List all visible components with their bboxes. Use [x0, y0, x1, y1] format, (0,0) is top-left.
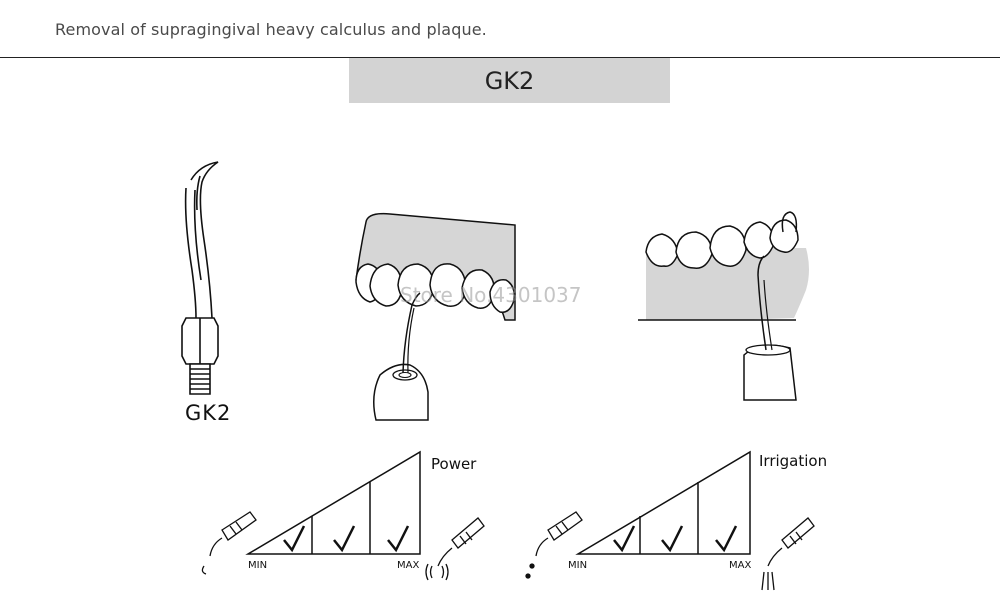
power-min-label: MIN — [248, 560, 268, 571]
power-check-1 — [283, 525, 306, 553]
store-watermark: Store No.4301037 — [400, 283, 582, 307]
irrigation-check-1 — [613, 525, 636, 553]
irrigation-scale-title: Irrigation — [759, 452, 828, 470]
power-max-tool-icon — [425, 517, 485, 581]
upper-jaw-illustration — [355, 212, 516, 421]
model-banner: GK2 — [349, 58, 670, 103]
power-min-tool-icon — [201, 511, 257, 575]
lower-jaw-illustration — [638, 211, 809, 401]
scaler-tip-illustration — [181, 161, 219, 395]
irrigation-scale — [575, 450, 751, 555]
irrigation-min-label: MIN — [568, 560, 588, 571]
power-check-2 — [333, 525, 356, 553]
power-check-3 — [387, 525, 410, 553]
power-max-label: MAX — [397, 560, 420, 571]
irrigation-check-2 — [661, 525, 684, 553]
irrigation-check-3 — [715, 525, 738, 553]
header-divider — [0, 57, 1000, 58]
power-scale — [245, 450, 421, 555]
header-description: Removal of supragingival heavy calculus … — [55, 20, 487, 39]
irrigation-max-label: MAX — [729, 560, 752, 571]
power-scale-title: Power — [431, 455, 477, 473]
irrigation-max-tool-icon — [761, 517, 815, 591]
irrigation-min-tool-icon — [525, 511, 583, 579]
tip-label: GK2 — [185, 401, 232, 425]
